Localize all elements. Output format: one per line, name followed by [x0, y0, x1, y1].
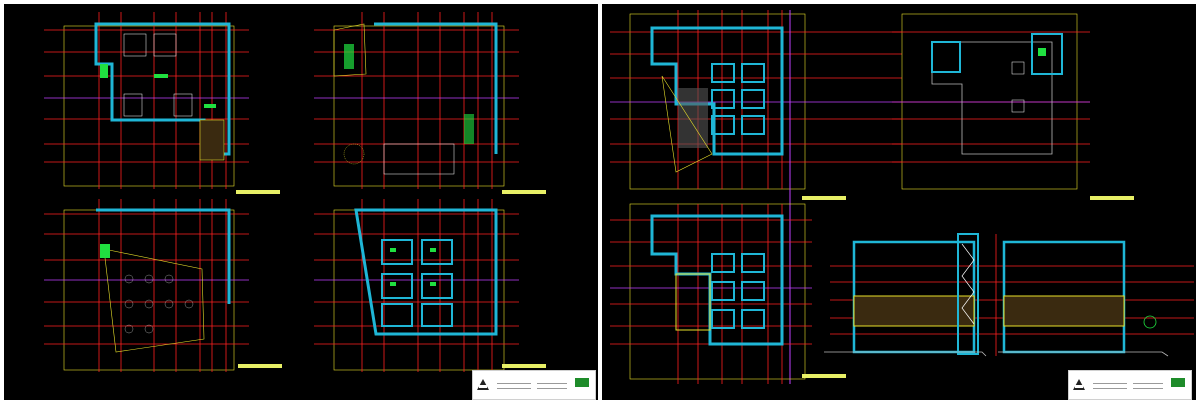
title-block-rule: [1093, 388, 1127, 389]
title-block-rule: [1133, 383, 1163, 384]
title-block-rule: [1093, 383, 1127, 384]
title-block-rule: [1133, 388, 1163, 389]
logo-icon: [1072, 377, 1086, 391]
logo-icon: [476, 377, 490, 391]
floor-plan-3: [44, 199, 282, 372]
floor-plan-6: [610, 203, 846, 384]
title-block-rule: [537, 383, 567, 384]
roof-plan: [892, 13, 1134, 200]
title-block-rule: [497, 383, 531, 384]
elevation-front: [824, 233, 1194, 357]
floor-plan-1: [44, 12, 280, 194]
title-block-rule: [537, 388, 567, 389]
floor-plan-2: [314, 12, 546, 194]
title-block-right: [1068, 370, 1192, 400]
title-block-left: [472, 370, 596, 400]
sheet-left-canvas: [44, 12, 546, 372]
floor-plan-5: [610, 10, 902, 384]
floor-plan-4: [314, 199, 546, 372]
title-block-rule: [497, 388, 531, 389]
sheet-right-canvas: [610, 10, 1194, 384]
drawing-sheet-right[interactable]: [602, 4, 1196, 400]
drawing-sheet-left[interactable]: [4, 4, 598, 400]
approval-stamp: [575, 378, 589, 387]
approval-stamp: [1171, 378, 1185, 387]
elevation-side: [995, 234, 1169, 357]
